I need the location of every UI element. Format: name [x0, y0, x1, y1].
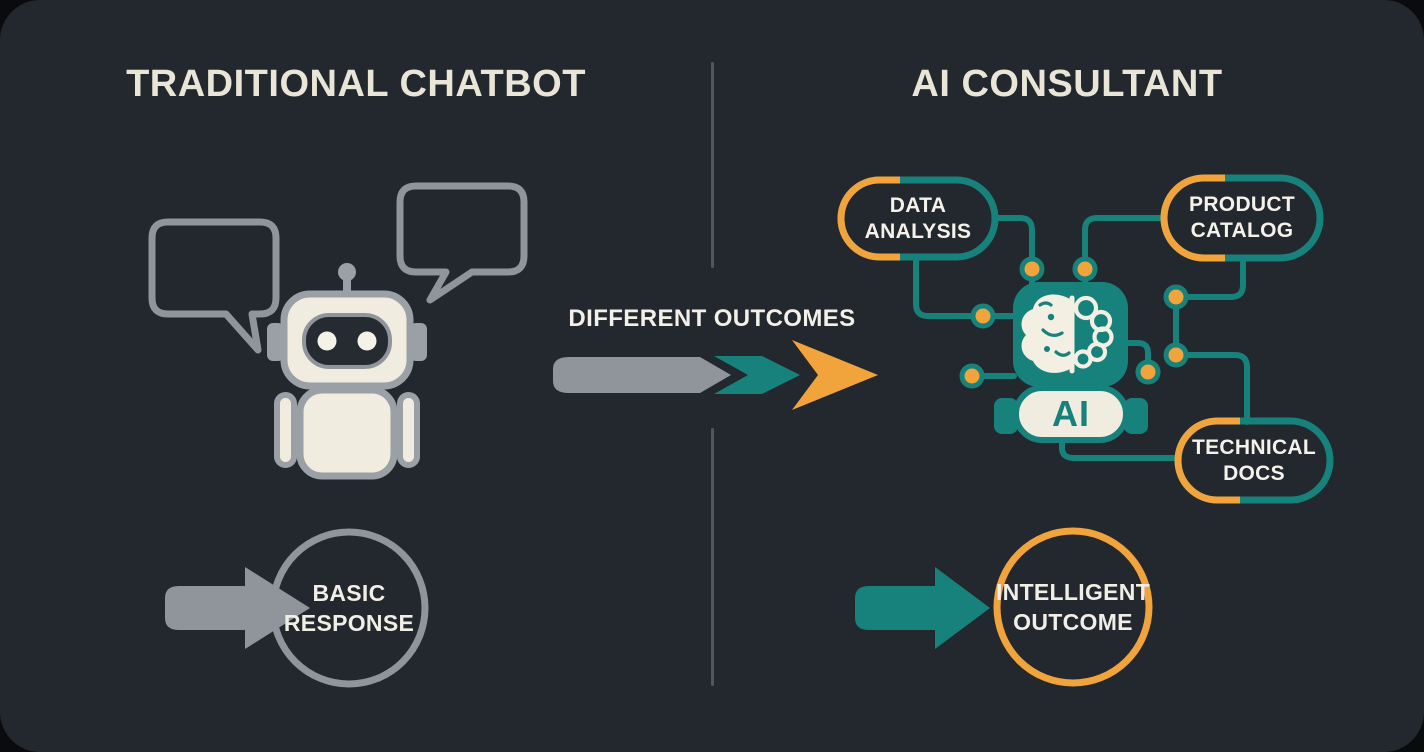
technical-docs-line1: TECHNICAL — [1191, 435, 1317, 459]
brain-left-details — [1038, 301, 1071, 357]
basic-response-label: BASIC RESPONSE — [272, 531, 426, 685]
data-analysis-pill-orange-arc — [837, 176, 900, 261]
data-analysis-line1: DATA — [889, 193, 947, 217]
robot-antenna-ball — [338, 263, 356, 281]
circuit-node-icon — [1163, 284, 1189, 310]
robot-body — [296, 386, 398, 480]
trace-data-analysis-bottom — [913, 254, 1017, 319]
right-panel-title: AI CONSULTANT — [911, 63, 1223, 105]
robot-antenna-stem — [343, 276, 351, 298]
robot-arm-right — [397, 392, 420, 468]
arrow-right-icon — [855, 567, 990, 649]
robot-arm-left — [274, 392, 297, 468]
trace-technical-docs-top — [1173, 352, 1250, 425]
trace-product-catalog-bottom — [1174, 256, 1246, 300]
arrow-segment-teal — [714, 356, 800, 394]
robot-eye-left — [317, 331, 337, 351]
intelligent-outcome-label: INTELLIGENT OUTCOME — [996, 530, 1150, 684]
robot-face — [302, 313, 392, 369]
ai-chip-pill — [1013, 385, 1129, 443]
product-catalog-label: PRODUCT CATALOG — [1164, 178, 1320, 258]
trace-chip-right-stub — [1126, 340, 1151, 373]
vertical-divider-bottom — [711, 428, 714, 686]
product-catalog-line2: CATALOG — [1190, 219, 1294, 242]
product-catalog-pill-orange-arc — [1160, 174, 1225, 262]
intelligent-outcome-line1: INTELLIGENT — [995, 579, 1151, 605]
intelligent-outcome-line2: OUTCOME — [1013, 609, 1133, 635]
circuit-node-icon — [1163, 342, 1189, 368]
different-outcomes-label: DIFFERENT OUTCOMES — [568, 305, 856, 332]
circuit-node-icon — [970, 303, 996, 329]
brain-dot — [1047, 313, 1055, 321]
chip-tab-right — [1124, 398, 1148, 434]
robot-eye-right — [357, 331, 377, 351]
left-panel-title: TRADITIONAL CHATBOT — [126, 63, 586, 105]
data-analysis-line2: ANALYSIS — [864, 219, 972, 243]
circuit-node-icon — [1135, 359, 1161, 385]
source-pills — [837, 174, 1334, 504]
product-catalog-line1: PRODUCT — [1189, 193, 1295, 216]
ai-brain-chip-icon — [994, 282, 1148, 443]
basic-response-line1: BASIC — [312, 580, 386, 606]
arrow-segment-gray — [553, 357, 731, 393]
brain-dot — [1044, 346, 1050, 352]
chip-tab-left — [994, 398, 1018, 434]
circuit-node-icon — [1019, 256, 1045, 282]
ai-chip-label: AI — [1052, 393, 1090, 434]
basic-response-circle — [269, 528, 429, 688]
multi-segment-arrow-icon — [553, 340, 878, 410]
basic-response-line2: RESPONSE — [283, 610, 415, 636]
technical-docs-line2: DOCS — [1223, 461, 1285, 485]
speech-bubble-icon — [396, 182, 528, 304]
trace-product-catalog-left — [1082, 215, 1167, 286]
data-analysis-label: DATA ANALYSIS — [841, 180, 995, 257]
brain-right-hemisphere — [1073, 295, 1114, 369]
robot-ear-left — [267, 323, 284, 361]
intelligent-outcome-circle — [993, 527, 1153, 687]
trace-ai-to-technical-docs — [1059, 438, 1182, 461]
circuit-node-icon — [1072, 256, 1098, 282]
circuit-node-icon — [959, 363, 985, 389]
technical-docs-pill-orange-arc — [1174, 417, 1240, 504]
circuit-nodes — [959, 256, 1189, 389]
brain-icon — [1021, 294, 1114, 374]
technical-docs-label: TECHNICAL DOCS — [1178, 421, 1330, 500]
vertical-divider-top — [711, 62, 714, 268]
trace-data-analysis-right — [992, 215, 1035, 286]
robot-icon — [267, 263, 427, 480]
speech-bubble-icon — [148, 218, 280, 354]
robot-ear-right — [410, 323, 427, 361]
arrow-head-orange — [792, 340, 878, 410]
